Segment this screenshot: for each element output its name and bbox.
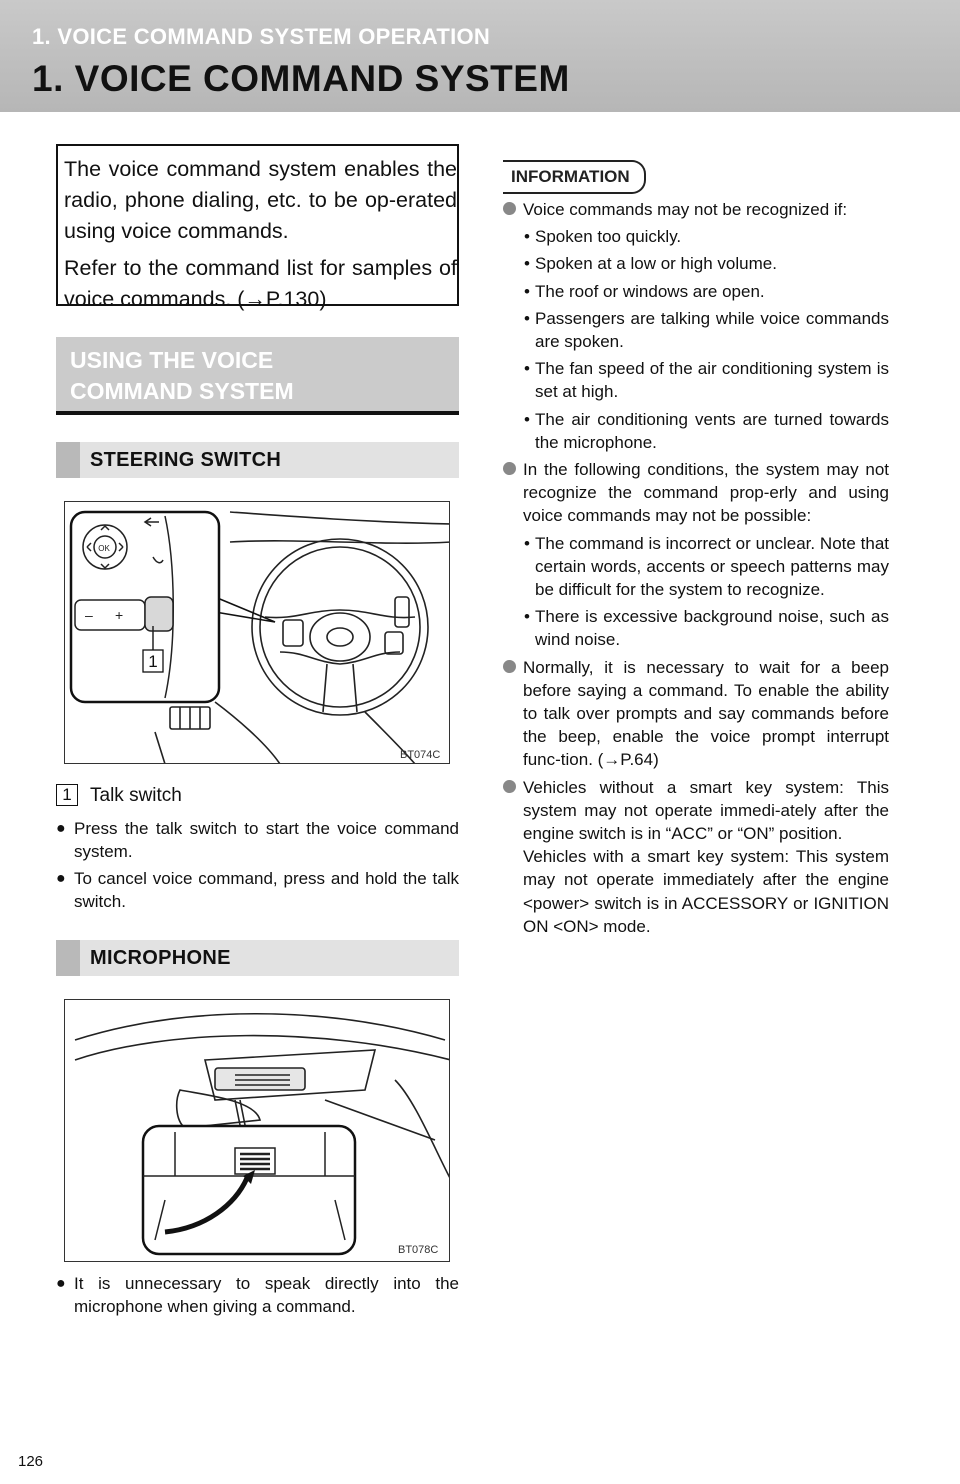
bullet-icon	[503, 202, 516, 215]
intro-box: The voice command system enables the rad…	[56, 144, 459, 311]
figure-code: BT074C	[400, 749, 440, 761]
section-title-line-1: USING THE VOICE	[70, 347, 274, 373]
list-item: In the following conditions, the system …	[503, 458, 889, 528]
bullet-icon	[503, 462, 516, 476]
steering-switch-figure: OK – + 1 BT074C	[64, 501, 450, 764]
list-item: •There is excessive background noise, su…	[524, 607, 889, 650]
heading-marker	[56, 442, 80, 478]
info-item-3: Normally, it is necessary to wait for a …	[523, 657, 889, 770]
bullet-icon: ●	[56, 870, 66, 887]
steering-bullet-1: Press the talk switch to start the voice…	[74, 819, 459, 861]
information-tag: INFORMATION	[503, 160, 646, 194]
microphone-bullet-1: It is unnecessary to speak directly into…	[74, 1274, 459, 1316]
section-heading: USING THE VOICE COMMAND SYSTEM	[56, 337, 459, 415]
volume-plus: +	[115, 607, 123, 623]
steering-wheel-illustration: OK – + 1 BT074C	[69, 510, 449, 763]
info-sub-1-2: Spoken at a low or high volume.	[535, 254, 777, 274]
volume-minus: –	[85, 607, 93, 623]
legend-number: 1	[56, 784, 78, 806]
information-list: Voice commands may not be recognized if:…	[503, 198, 889, 942]
info-sub-2-2: There is excessive background noise, suc…	[535, 607, 889, 650]
callout-number-box	[142, 649, 164, 673]
microphone-illustration: BT078C	[74, 1012, 449, 1256]
microphone-heading: MICROPHONE	[56, 940, 459, 976]
page-number: 126	[18, 1453, 44, 1470]
info-item-1: Voice commands may not be recognized if:	[523, 200, 848, 219]
bullet-icon: ●	[56, 820, 66, 837]
info-sub-1-3: The roof or windows are open.	[535, 281, 765, 301]
ok-label: OK	[98, 544, 110, 553]
info-item-4a: Vehicles without a smart key system: Thi…	[523, 777, 889, 844]
list-item: •The roof or windows are open.	[524, 281, 765, 301]
chapter-header: 1. VOICE COMMAND SYSTEM OPERATION 1. VOI…	[0, 0, 960, 112]
info-item-4b: Vehicles with a smart key system: This s…	[523, 847, 889, 936]
list-item: •Passengers are talking while voice comm…	[524, 308, 889, 352]
bullet-icon	[503, 779, 516, 793]
list-item: Normally, it is necessary to wait for a …	[503, 656, 889, 772]
intro-paragraph-1: The voice command system enables the rad…	[64, 157, 457, 243]
chapter-title: 1. VOICE COMMAND SYSTEM OPERATION	[32, 24, 491, 49]
list-item: ● It is unnecessary to speak directly in…	[56, 1272, 459, 1318]
legend-text: Talk switch	[90, 785, 182, 806]
info-sub-1-1: Spoken too quickly.	[535, 227, 682, 247]
microphone-figure: BT078C	[64, 999, 450, 1262]
info-sub-1-4: Passengers are talking while voice comma…	[535, 308, 889, 352]
list-item: •Spoken at a low or high volume.	[524, 254, 777, 274]
intro-paragraph-2: Refer to the command list for samples of…	[64, 256, 457, 311]
steering-bullet-2: To cancel voice command, press and hold …	[74, 869, 459, 911]
list-item: •The air conditioning vents are turned t…	[524, 409, 889, 452]
heading-marker	[56, 940, 80, 976]
info-sub-2-1: The command is incorrect or unclear. Not…	[535, 533, 889, 600]
list-item: •The command is incorrect or unclear. No…	[524, 533, 889, 600]
list-item: •Spoken too quickly.	[524, 227, 682, 247]
bullet-icon	[503, 659, 516, 673]
list-item: ● Press the talk switch to start the voi…	[56, 817, 459, 863]
steering-switch-label: STEERING SWITCH	[90, 449, 282, 471]
figure-code: BT078C	[398, 1244, 438, 1256]
info-sub-1-6: The air conditioning vents are turned to…	[535, 409, 889, 452]
microphone-label: MICROPHONE	[90, 947, 231, 969]
info-item-2: In the following conditions, the system …	[523, 460, 889, 526]
page-title: 1. VOICE COMMAND SYSTEM	[32, 58, 570, 99]
steering-switch-heading: STEERING SWITCH	[56, 442, 459, 478]
list-item: Voice commands may not be recognized if:	[503, 198, 889, 221]
bullet-icon: ●	[56, 1275, 66, 1292]
list-item: •The fan speed of the air conditioning s…	[524, 359, 889, 402]
callout-number: 1	[148, 652, 157, 671]
section-title-line-2: COMMAND SYSTEM	[70, 378, 294, 404]
list-item: ● To cancel voice command, press and hol…	[56, 867, 459, 913]
list-item: Vehicles without a smart key system: Thi…	[503, 776, 889, 938]
info-sub-1-5: The fan speed of the air conditioning sy…	[535, 359, 889, 402]
